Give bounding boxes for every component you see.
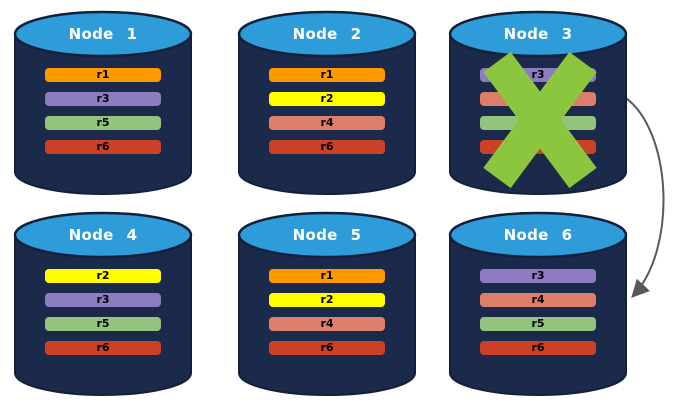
replica-bar-label: r4 [531, 293, 545, 306]
node-title: Node 3 [503, 25, 573, 43]
replica-bar-label: r6 [531, 341, 545, 354]
failure-x-icon [483, 51, 597, 189]
db-node-2: Node 2 r1 r2 r4 r6 [237, 10, 417, 196]
replica-bar-r3: r3 [480, 269, 596, 283]
replica-bar-label: r6 [320, 140, 334, 153]
db-node-6: Node 6 r3 r4 r5 r6 [448, 211, 628, 397]
replica-bar-r2: r2 [45, 269, 161, 283]
replica-bar-label: r6 [320, 341, 334, 354]
replica-bar-label: r1 [320, 68, 334, 81]
replica-bar-label: r4 [320, 317, 334, 330]
replica-bar-label: r3 [96, 92, 110, 105]
replica-bar-r5: r5 [45, 317, 161, 331]
replica-bar-r6: r6 [269, 140, 385, 154]
replica-bar-r3: r3 [45, 293, 161, 307]
replica-bar-r6: r6 [45, 341, 161, 355]
db-node-1: Node 1 r1 r3 r5 r6 [13, 10, 193, 196]
replica-bar-label: r3 [531, 269, 545, 282]
replica-bar-label: r2 [320, 92, 334, 105]
replica-bar-r3: r3 [45, 92, 161, 106]
replica-bar-r6: r6 [45, 140, 161, 154]
node-title: Node 2 [292, 25, 362, 43]
node-title: Node 1 [68, 25, 138, 43]
replica-bar-label: r4 [320, 116, 334, 129]
db-node-4: Node 4 r2 r3 r5 r6 [13, 211, 193, 397]
replica-bar-r6: r6 [480, 341, 596, 355]
replica-bar-label: r5 [96, 317, 110, 330]
replica-bar-label: r2 [96, 269, 110, 282]
replica-bar-r5: r5 [480, 317, 596, 331]
arrow-curve [622, 95, 665, 298]
replica-bar-r1: r1 [269, 269, 385, 283]
replica-bar-r4: r4 [269, 116, 385, 130]
replica-bar-label: r6 [96, 341, 110, 354]
replica-bar-label: r3 [96, 293, 110, 306]
replica-bar-label: r6 [96, 140, 110, 153]
replica-bar-label: r5 [531, 317, 545, 330]
replica-bar-r5: r5 [45, 116, 161, 130]
replica-bar-label: r5 [96, 116, 110, 129]
replica-bar-label: r1 [320, 269, 334, 282]
replica-bar-label: r2 [320, 293, 334, 306]
replica-bar-label: r3 [531, 68, 545, 81]
db-node-5: Node 5 r1 r2 r4 r6 [237, 211, 417, 397]
replica-bar-r2: r2 [269, 92, 385, 106]
node-title: Node 5 [292, 226, 362, 244]
replica-bar-label: r1 [96, 68, 110, 81]
replica-bar-r2: r2 [269, 293, 385, 307]
node-title: Node 4 [68, 226, 138, 244]
replica-bar-r6: r6 [269, 341, 385, 355]
node-title: Node 6 [503, 226, 573, 244]
db-node-3: Node 3 r3 [448, 10, 628, 196]
replica-bar-r4: r4 [480, 293, 596, 307]
replica-bar-r1: r1 [269, 68, 385, 82]
replica-bar-r1: r1 [45, 68, 161, 82]
replica-bar-r4: r4 [269, 317, 385, 331]
